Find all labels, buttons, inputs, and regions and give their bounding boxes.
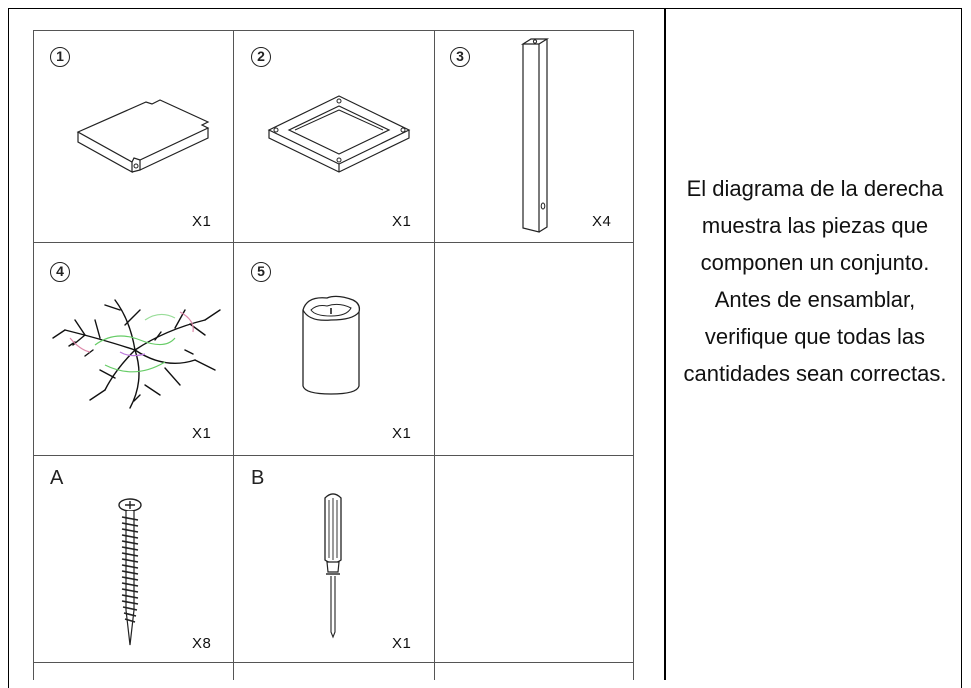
quantity-2: X1 [392,213,412,230]
grid-hline-3 [33,662,634,663]
grid-hline-2 [33,455,634,456]
screw-illustration [118,498,142,646]
quantity-b: X1 [392,635,412,652]
grid-vline-1 [233,30,234,680]
page-frame [8,8,962,688]
part-number-4: 4 [50,262,70,282]
quantity-a: X8 [192,635,212,652]
quantity-5: X1 [392,425,412,442]
description-text: El diagrama de la derecha muestra las pi… [683,176,947,386]
top-panel-illustration [76,99,210,174]
grid-hline-1 [33,242,634,243]
part-number-5: 5 [251,262,271,282]
quantity-3: X4 [592,213,612,230]
grid-vline-2 [434,30,435,680]
part-letter-a: A [50,467,64,489]
quantity-4: X1 [192,425,212,442]
branch-illustration [52,299,221,409]
screwdriver-illustration [324,493,342,639]
part-number-2: 2 [251,47,271,67]
frame-illustration [267,95,411,173]
candle-illustration [302,295,361,395]
part-number-3: 3 [450,47,470,67]
part-letter-b: B [251,467,265,489]
column-divider [664,8,666,680]
quantity-1: X1 [192,213,212,230]
leg-illustration [520,38,550,233]
parts-grid [33,30,634,680]
part-number-1: 1 [50,47,70,67]
